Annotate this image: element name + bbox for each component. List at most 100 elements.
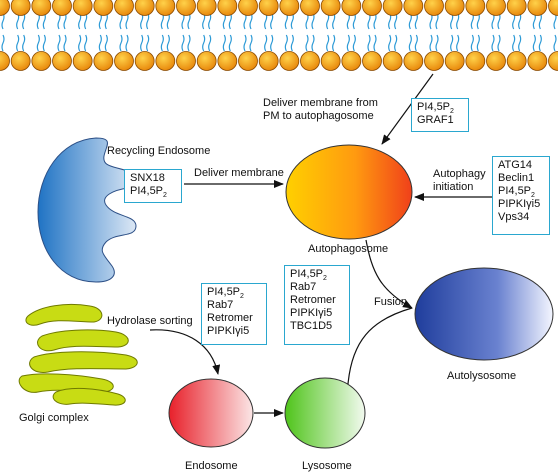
lipid-tail — [326, 34, 330, 52]
lipid-tail — [414, 12, 418, 30]
lipid-head — [403, 51, 424, 71]
lipid-tail — [518, 12, 522, 30]
lipid-head — [10, 51, 31, 71]
lipid-head — [238, 0, 258, 16]
lipid-tail — [57, 34, 61, 52]
lipid-tail — [497, 12, 501, 30]
lipid-tail — [78, 34, 82, 52]
lipid-tail — [202, 34, 206, 52]
lipid-tail — [119, 34, 123, 52]
lipid-head — [320, 0, 341, 16]
lipid-tail — [332, 34, 336, 52]
autolysosome-shape — [414, 267, 554, 361]
autolysosome-label: Autolysosome — [447, 370, 517, 382]
lipid-tail — [208, 34, 212, 52]
lipid-head — [362, 51, 382, 71]
box-line: GRAF1 — [417, 114, 454, 126]
box-line: PI4,5P2 — [130, 185, 167, 200]
arrows — [149, 73, 492, 417]
lipid-tail — [518, 34, 522, 52]
box-line: PI4,5P2 — [290, 268, 327, 283]
lipid-tail — [22, 12, 26, 30]
lipid-tail — [1, 12, 5, 30]
lipid-tail — [414, 34, 418, 52]
lipid-head — [279, 0, 300, 16]
lipid-head — [114, 51, 134, 71]
lipid-tail — [187, 34, 191, 52]
box-line: SNX18 — [130, 172, 165, 184]
lipid-head — [300, 0, 320, 16]
lipid-head — [506, 0, 527, 16]
lipid-tail — [125, 12, 129, 30]
endosome-label: Endosome — [185, 460, 238, 472]
lipid-head — [10, 0, 31, 16]
lipid-head — [52, 51, 72, 71]
lipid-tail — [470, 34, 474, 52]
lipid-head — [0, 0, 10, 16]
autophagy-initiation-label-line1: Autophagy — [433, 168, 486, 180]
lipid-tail — [450, 34, 454, 52]
lipid-tail — [146, 12, 150, 30]
lipid-head — [176, 0, 196, 16]
autophagosome-shape — [285, 144, 413, 240]
lipid-head — [31, 0, 52, 16]
lipid-head — [527, 0, 548, 16]
lipid-tail — [352, 34, 356, 52]
box-line: Retromer — [290, 294, 336, 306]
arrow-lysosome-to-fusion — [347, 307, 413, 385]
lipid-head — [548, 51, 558, 71]
lipid-head — [155, 0, 176, 16]
lipid-tail — [166, 34, 170, 52]
lipid-tail — [63, 34, 67, 52]
autophagy-initiation-label-line2: initiation — [433, 181, 474, 193]
golgi-complex-shape — [18, 303, 138, 406]
lipid-tail — [290, 12, 294, 30]
lipid-head — [506, 51, 527, 71]
lipid-tail — [429, 34, 433, 52]
lipid-tail — [435, 12, 439, 30]
lipid-tail — [228, 34, 232, 52]
lipid-tail — [497, 34, 501, 52]
lipid-head — [486, 0, 506, 16]
lipid-tail — [42, 12, 46, 30]
lipid-head — [134, 51, 155, 71]
lipid-tail — [367, 34, 371, 52]
lipid-tail — [305, 34, 309, 52]
lipid-head — [0, 51, 10, 71]
lipid-head — [403, 0, 424, 16]
lipid-tail — [98, 34, 102, 52]
lipid-tail — [42, 34, 46, 52]
autophagosome-label: Autophagosome — [308, 243, 389, 255]
lipid-tail — [228, 12, 232, 30]
lipid-tail — [146, 34, 150, 52]
lipid-head — [72, 51, 93, 71]
box-line: PIPKIγi5 — [290, 307, 333, 319]
lipid-head — [300, 51, 320, 71]
lipid-tail — [435, 34, 439, 52]
lipid-head — [486, 51, 506, 71]
box-line: Rab7 — [207, 299, 234, 311]
lipid-tail — [311, 34, 315, 52]
deliver-pm-label-line2: PM to autophagosome — [263, 110, 374, 122]
lipid-tail — [491, 34, 495, 52]
box-line: PI4,5P2 — [498, 185, 535, 200]
lipid-tail — [181, 34, 185, 52]
lipid-tail — [373, 12, 377, 30]
lipid-tail — [394, 12, 398, 30]
lipid-tail — [456, 12, 460, 30]
lipid-head — [134, 0, 155, 16]
lipid-tail — [104, 12, 108, 30]
lipid-tail — [125, 34, 129, 52]
lipid-tail — [270, 12, 274, 30]
plasma-membrane — [0, 0, 558, 71]
lipid-head — [114, 0, 134, 16]
arrow-autophagosome-to-fusion — [365, 239, 413, 309]
lipid-head — [320, 51, 341, 71]
box-line: Beclin1 — [498, 172, 535, 184]
endosome-shape — [168, 378, 254, 448]
box-line: PI4,5P2 — [207, 286, 244, 301]
